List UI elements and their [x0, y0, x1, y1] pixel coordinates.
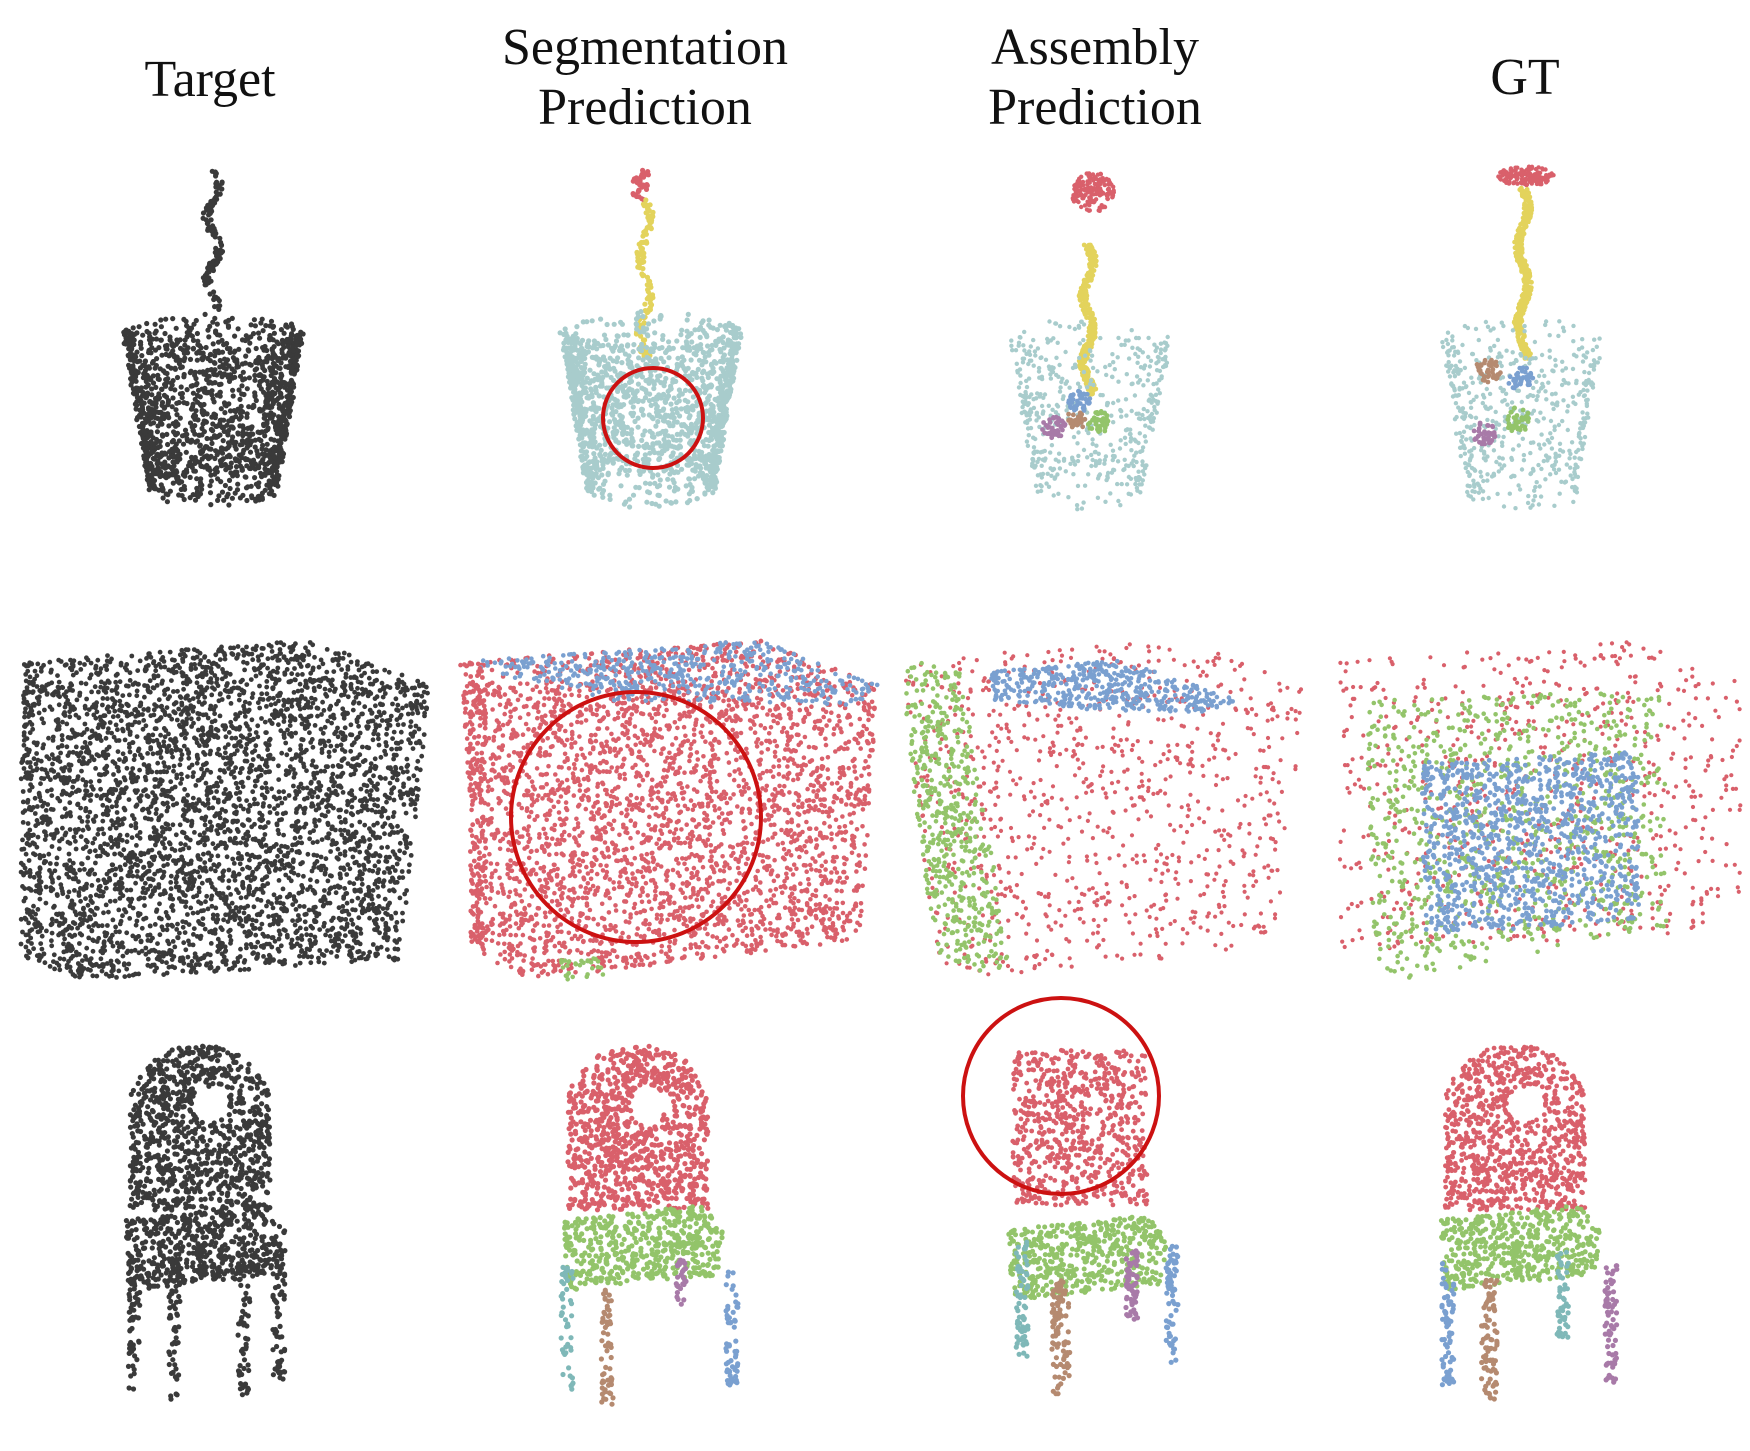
chair-segmentation	[558, 1043, 741, 1407]
highlight-circle-assembly-chair	[961, 996, 1161, 1196]
highlight-circle-segmentation-chandelier	[601, 366, 705, 470]
header-target-text: Target	[0, 50, 420, 110]
chair-gt	[1438, 1044, 1620, 1402]
chandelier-gt	[1440, 164, 1602, 511]
chair-target	[123, 1043, 288, 1402]
box-assembly	[904, 642, 1304, 977]
row-box	[18, 638, 1743, 982]
header-segmentation: Segmentation Prediction	[435, 18, 855, 138]
box-target	[18, 640, 430, 980]
header-segmentation-line2: Prediction	[435, 78, 855, 138]
chandelier-segmentation	[557, 167, 744, 510]
chandelier-target	[121, 168, 306, 508]
chair-assembly	[1006, 1047, 1181, 1397]
header-target: Target	[0, 50, 420, 110]
box-gt	[1337, 640, 1743, 980]
box-segmentation	[458, 638, 880, 982]
header-assembly: Assembly Prediction	[885, 18, 1305, 138]
row-chair	[123, 1043, 1620, 1407]
header-gt: GT	[1315, 48, 1735, 108]
header-segmentation-line1: Segmentation	[435, 18, 855, 78]
row-chandelier	[121, 164, 1602, 512]
highlight-circles	[509, 366, 1161, 1196]
header-assembly-line1: Assembly	[885, 18, 1305, 78]
header-assembly-line2: Prediction	[885, 78, 1305, 138]
chandelier-assembly	[1009, 171, 1170, 512]
highlight-circle-segmentation-box	[509, 690, 763, 944]
header-gt-text: GT	[1315, 48, 1735, 108]
